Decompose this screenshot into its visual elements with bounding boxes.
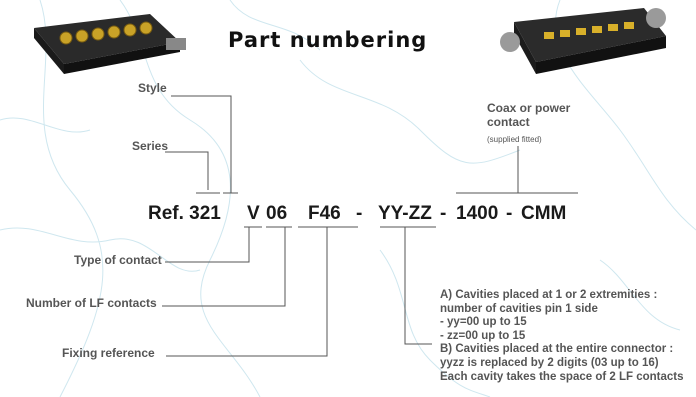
- series-label: Series: [132, 139, 169, 153]
- cavities-notes: A) Cavities placed at 1 or 2 extremities…: [440, 289, 684, 384]
- separator-2: -: [440, 203, 447, 224]
- contacts-code: 06: [266, 203, 288, 224]
- part-prefix: Ref. 321: [148, 203, 221, 224]
- coax-code: 1400: [456, 203, 499, 224]
- page-title: Part numbering: [228, 28, 428, 52]
- style-code: V: [247, 203, 260, 224]
- note-line: number of cavities pin 1 side: [440, 302, 598, 315]
- cavities-code: YY-ZZ: [378, 203, 432, 224]
- note-line: A) Cavities placed at 1 or 2 extremities…: [440, 289, 658, 301]
- fixing-reference-label: Fixing reference: [62, 346, 155, 360]
- separator-3: -: [506, 203, 513, 224]
- type-of-contact-label: Type of contact: [74, 253, 162, 267]
- style-label: Style: [138, 81, 167, 95]
- separator-1: -: [356, 203, 363, 224]
- note-line: - yy=00 up to 15: [440, 316, 527, 329]
- supplied-fitted-note: (supplied fitted): [487, 135, 542, 144]
- note-line: - zz=00 up to 15: [440, 329, 526, 342]
- note-line: Each cavity takes the space of 2 LF cont…: [440, 370, 684, 383]
- cmm-code: CMM: [521, 203, 567, 224]
- coax-power-label: Coax or power contact: [487, 101, 571, 129]
- note-line: B) Cavities placed at the entire connect…: [440, 343, 674, 356]
- left-connector-image: [34, 14, 186, 74]
- note-line: yyzz is replaced by 2 digits (03 up to 1…: [440, 356, 659, 369]
- right-connector-image: [500, 8, 666, 74]
- number-of-lf-contacts-label: Number of LF contacts: [26, 296, 157, 310]
- fixing-code: F46: [308, 203, 341, 224]
